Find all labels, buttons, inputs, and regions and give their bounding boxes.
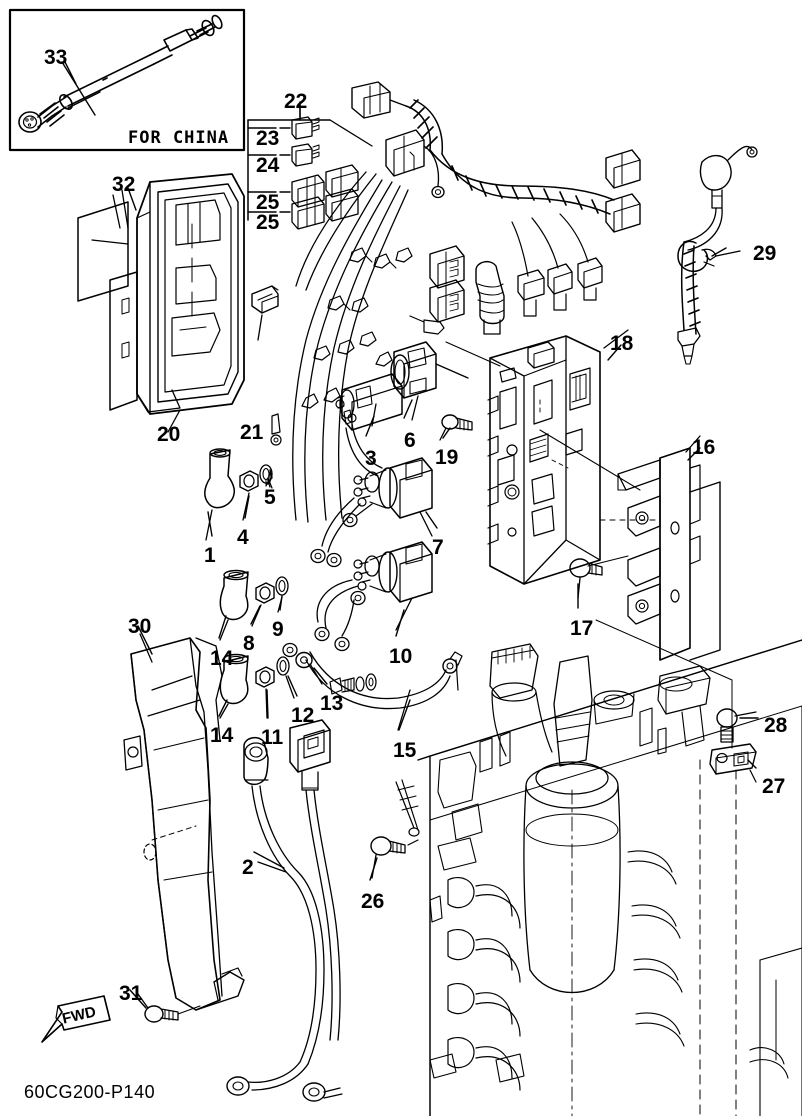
callout-11: 11 — [261, 726, 284, 749]
callout-13: 13 — [320, 692, 344, 715]
part-21-clip — [251, 285, 279, 341]
part-2-leads — [226, 719, 343, 1102]
callout-9: 9 — [272, 618, 284, 641]
part-28-bolt — [716, 708, 757, 743]
callout-2: 2 — [242, 856, 254, 879]
part-12-washer — [276, 656, 295, 699]
callout-12: 12 — [291, 704, 315, 727]
part-20-cover — [109, 173, 245, 433]
part-4-nut — [239, 470, 259, 521]
callout-6: 6 — [404, 429, 416, 452]
part-29-clamp — [677, 240, 741, 272]
callout-32: 32 — [112, 173, 136, 196]
callout-33: 33 — [44, 46, 68, 69]
part-11-nut — [255, 666, 275, 719]
wiring-harness — [270, 81, 758, 523]
callout-30: 30 — [128, 615, 152, 638]
callout-1: 1 — [204, 544, 216, 567]
callout-21: 21 — [240, 421, 264, 444]
part-27-clamp — [595, 619, 757, 783]
part-1-cap — [204, 448, 236, 541]
callout-24: 24 — [256, 154, 280, 177]
engine-block — [417, 639, 802, 1116]
callout-10: 10 — [389, 645, 413, 668]
figure-code: 60CG200-P140 — [24, 1082, 156, 1102]
callout-3: 3 — [365, 447, 377, 470]
part-5-washer — [259, 464, 273, 489]
callout-28: 28 — [764, 714, 788, 737]
callout-8: 8 — [243, 632, 255, 655]
callout-15: 15 — [393, 739, 417, 762]
part-32-gasket — [77, 194, 129, 302]
callout-19: 19 — [435, 446, 459, 469]
part-31-bolt — [137, 993, 201, 1023]
callout-25a: 25 — [256, 191, 280, 214]
callout-5: 5 — [264, 486, 276, 509]
part-15-lead — [305, 651, 463, 731]
callout-20: 20 — [157, 423, 181, 446]
inset-for-china-box — [8, 8, 246, 152]
callout-4: 4 — [237, 526, 249, 549]
callout-27: 27 — [762, 775, 786, 798]
callout-25b: 25 — [256, 211, 280, 234]
callout-29: 29 — [753, 242, 777, 265]
part-30-cover — [123, 633, 245, 1011]
callout-22: 22 — [284, 90, 308, 113]
part-18-bracket — [445, 329, 641, 585]
callout-leaders — [63, 59, 759, 1009]
part-14a-cap — [219, 569, 249, 641]
part-10-coil — [282, 541, 433, 658]
part-7-coil — [310, 457, 433, 568]
part-26-bolt — [370, 779, 420, 879]
callout-16: 16 — [692, 436, 716, 459]
callout-7: 7 — [432, 536, 444, 559]
part-16-plate — [599, 435, 721, 661]
part-3-coil — [335, 373, 403, 477]
callout-23: 23 — [256, 127, 280, 150]
callout-14b: 14 — [210, 724, 234, 747]
inset-caption-for-china: FOR CHINA — [128, 128, 230, 148]
callout-26: 26 — [361, 890, 385, 913]
callout-17: 17 — [570, 617, 594, 640]
callout-14a: 14 — [210, 647, 234, 670]
fwd-arrow — [41, 995, 111, 1043]
callout-31: 31 — [119, 982, 143, 1005]
callout-18: 18 — [610, 332, 634, 355]
part-6-cover — [390, 341, 469, 421]
part-33-cable — [18, 14, 223, 133]
